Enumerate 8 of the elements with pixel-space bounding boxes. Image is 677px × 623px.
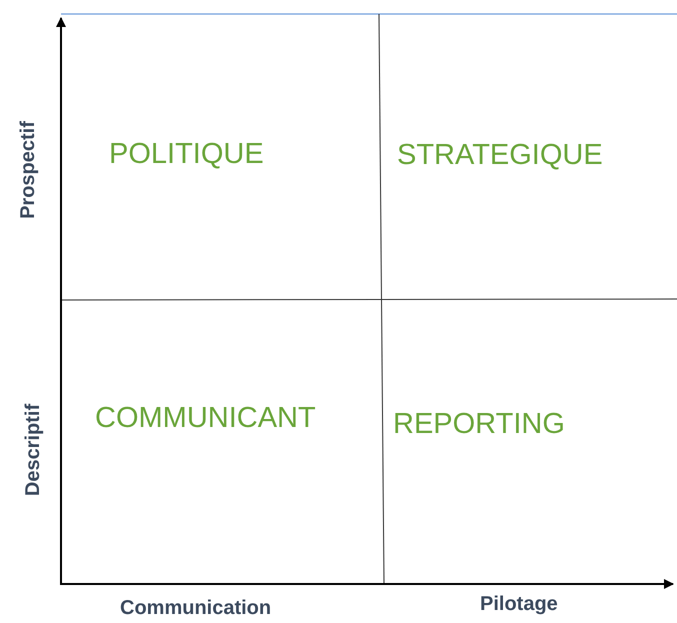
quadrant-label: POLITIQUE [109, 140, 264, 169]
quadrant-label: COMMUNICANT [95, 404, 316, 433]
quadrant-label: STRATEGIQUE [397, 141, 603, 170]
axis-label: Communication [120, 598, 272, 618]
axis-label: Prospectif [18, 121, 38, 219]
axis-label: Pilotage [480, 594, 558, 614]
quadrant-label: REPORTING [393, 410, 565, 439]
axis-label: Descriptif [23, 404, 43, 496]
